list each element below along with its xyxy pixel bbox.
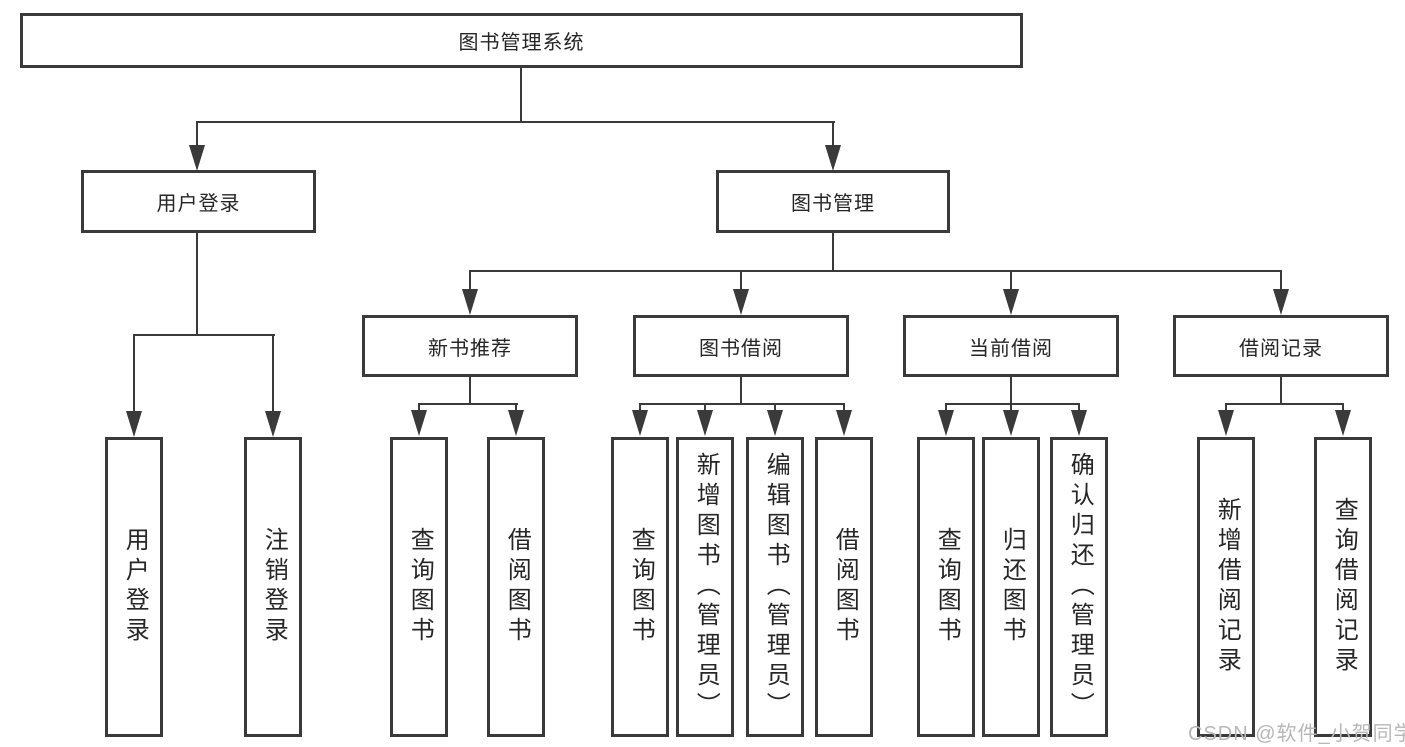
node-book-borrowing: 图书借阅 (633, 315, 849, 377)
leaf-query-books-borrow: 查询图书 (611, 437, 669, 737)
connector-line (1225, 403, 1344, 405)
node-label: 查询图书 (933, 527, 961, 647)
connector-line (740, 270, 742, 290)
node-borrowing-records: 借阅记录 (1173, 315, 1389, 377)
arrow-down-icon (462, 289, 478, 315)
node-label: 借阅图书 (503, 527, 531, 647)
connector-line (639, 403, 641, 412)
arrow-down-icon (508, 410, 524, 436)
connector-line (704, 403, 706, 412)
connector-line (945, 403, 1080, 405)
connector-line (196, 121, 835, 123)
leaf-add-book-admin: 新增图书（管理员） (676, 437, 734, 737)
arrow-down-icon (767, 410, 783, 436)
connector-line (469, 270, 471, 290)
arrow-down-icon (1218, 410, 1234, 436)
connector-line (418, 403, 518, 405)
node-label: 图书管理系统 (458, 32, 585, 54)
connector-line (469, 270, 1282, 272)
arrow-down-icon (938, 410, 954, 436)
connector-line (832, 121, 834, 147)
node-label: 当前借阅 (969, 337, 1053, 360)
arrow-down-icon (265, 411, 281, 437)
connector-line (1078, 403, 1080, 412)
connector-line (639, 403, 845, 405)
node-label: 图书借阅 (699, 337, 783, 360)
connector-line (469, 377, 471, 405)
node-label: 用户登录 (156, 193, 241, 215)
leaf-logout: 注销登录 (244, 437, 302, 737)
leaf-edit-book-admin: 编辑图书（管理员） (746, 437, 804, 737)
connector-line (272, 334, 274, 412)
node-label: 归还图书 (998, 527, 1026, 647)
node-label: 查询借阅记录 (1330, 497, 1358, 677)
leaf-query-books-recommend: 查询图书 (390, 437, 448, 737)
leaf-borrow-books-recommend: 借阅图书 (487, 437, 545, 737)
leaf-borrow-books: 借阅图书 (815, 437, 873, 737)
connector-line (843, 403, 845, 412)
leaf-query-borrow-record: 查询借阅记录 (1314, 437, 1372, 737)
connector-line (1010, 377, 1012, 405)
leaf-return-book: 归还图书 (982, 437, 1040, 737)
arrow-down-icon (632, 410, 648, 436)
node-library-management-system: 图书管理系统 (20, 13, 1023, 68)
node-label: 新书推荐 (428, 337, 512, 360)
watermark: CSDN @软件_小贺同学 (1188, 723, 1405, 745)
node-label: 新增图书（管理员） (692, 452, 720, 722)
connector-line (1225, 403, 1227, 412)
arrow-down-icon (1003, 410, 1019, 436)
node-label: 用户登录 (121, 527, 149, 647)
node-label: 图书管理 (791, 193, 875, 215)
node-new-book-recommend: 新书推荐 (362, 315, 578, 377)
connector-line (1280, 270, 1282, 290)
node-label: 查询图书 (406, 527, 434, 647)
leaf-user-login: 用户登录 (105, 437, 163, 737)
node-label: 确认归还（管理员） (1066, 452, 1094, 722)
arrow-down-icon (733, 289, 749, 315)
node-label: 查询图书 (627, 527, 655, 647)
connector-line (196, 121, 198, 147)
node-current-borrowing: 当前借阅 (903, 315, 1119, 377)
connector-line (196, 233, 198, 336)
arrow-down-icon (126, 411, 142, 437)
arrow-down-icon (825, 145, 841, 171)
arrow-down-icon (697, 410, 713, 436)
node-book-management: 图书管理 (716, 170, 950, 233)
node-label: 借阅记录 (1239, 337, 1323, 360)
connector-line (1342, 403, 1344, 412)
connector-line (418, 403, 420, 412)
arrow-down-icon (1071, 410, 1087, 436)
arrow-down-icon (189, 145, 205, 171)
connector-line (774, 403, 776, 412)
connector-line (1010, 403, 1012, 412)
node-label: 注销登录 (260, 527, 288, 647)
connector-line (133, 334, 135, 412)
connector-line (1280, 377, 1282, 405)
arrow-down-icon (1273, 289, 1289, 315)
connector-line (945, 403, 947, 412)
arrow-down-icon (1335, 410, 1351, 436)
connector-line (515, 403, 517, 412)
arrow-down-icon (836, 410, 852, 436)
leaf-add-borrow-record: 新增借阅记录 (1197, 437, 1255, 737)
leaf-query-books-current: 查询图书 (917, 437, 975, 737)
arrow-down-icon (1003, 289, 1019, 315)
connector-line (1010, 270, 1012, 290)
node-label: 编辑图书（管理员） (762, 452, 790, 722)
node-user-login: 用户登录 (81, 170, 316, 233)
node-label: 借阅图书 (831, 527, 859, 647)
leaf-confirm-return-admin: 确认归还（管理员） (1050, 437, 1108, 737)
arrow-down-icon (411, 410, 427, 436)
connector-line (740, 377, 742, 405)
connector-line (133, 334, 275, 336)
connector-line (520, 68, 522, 123)
node-label: 新增借阅记录 (1213, 497, 1241, 677)
connector-line (832, 233, 834, 272)
